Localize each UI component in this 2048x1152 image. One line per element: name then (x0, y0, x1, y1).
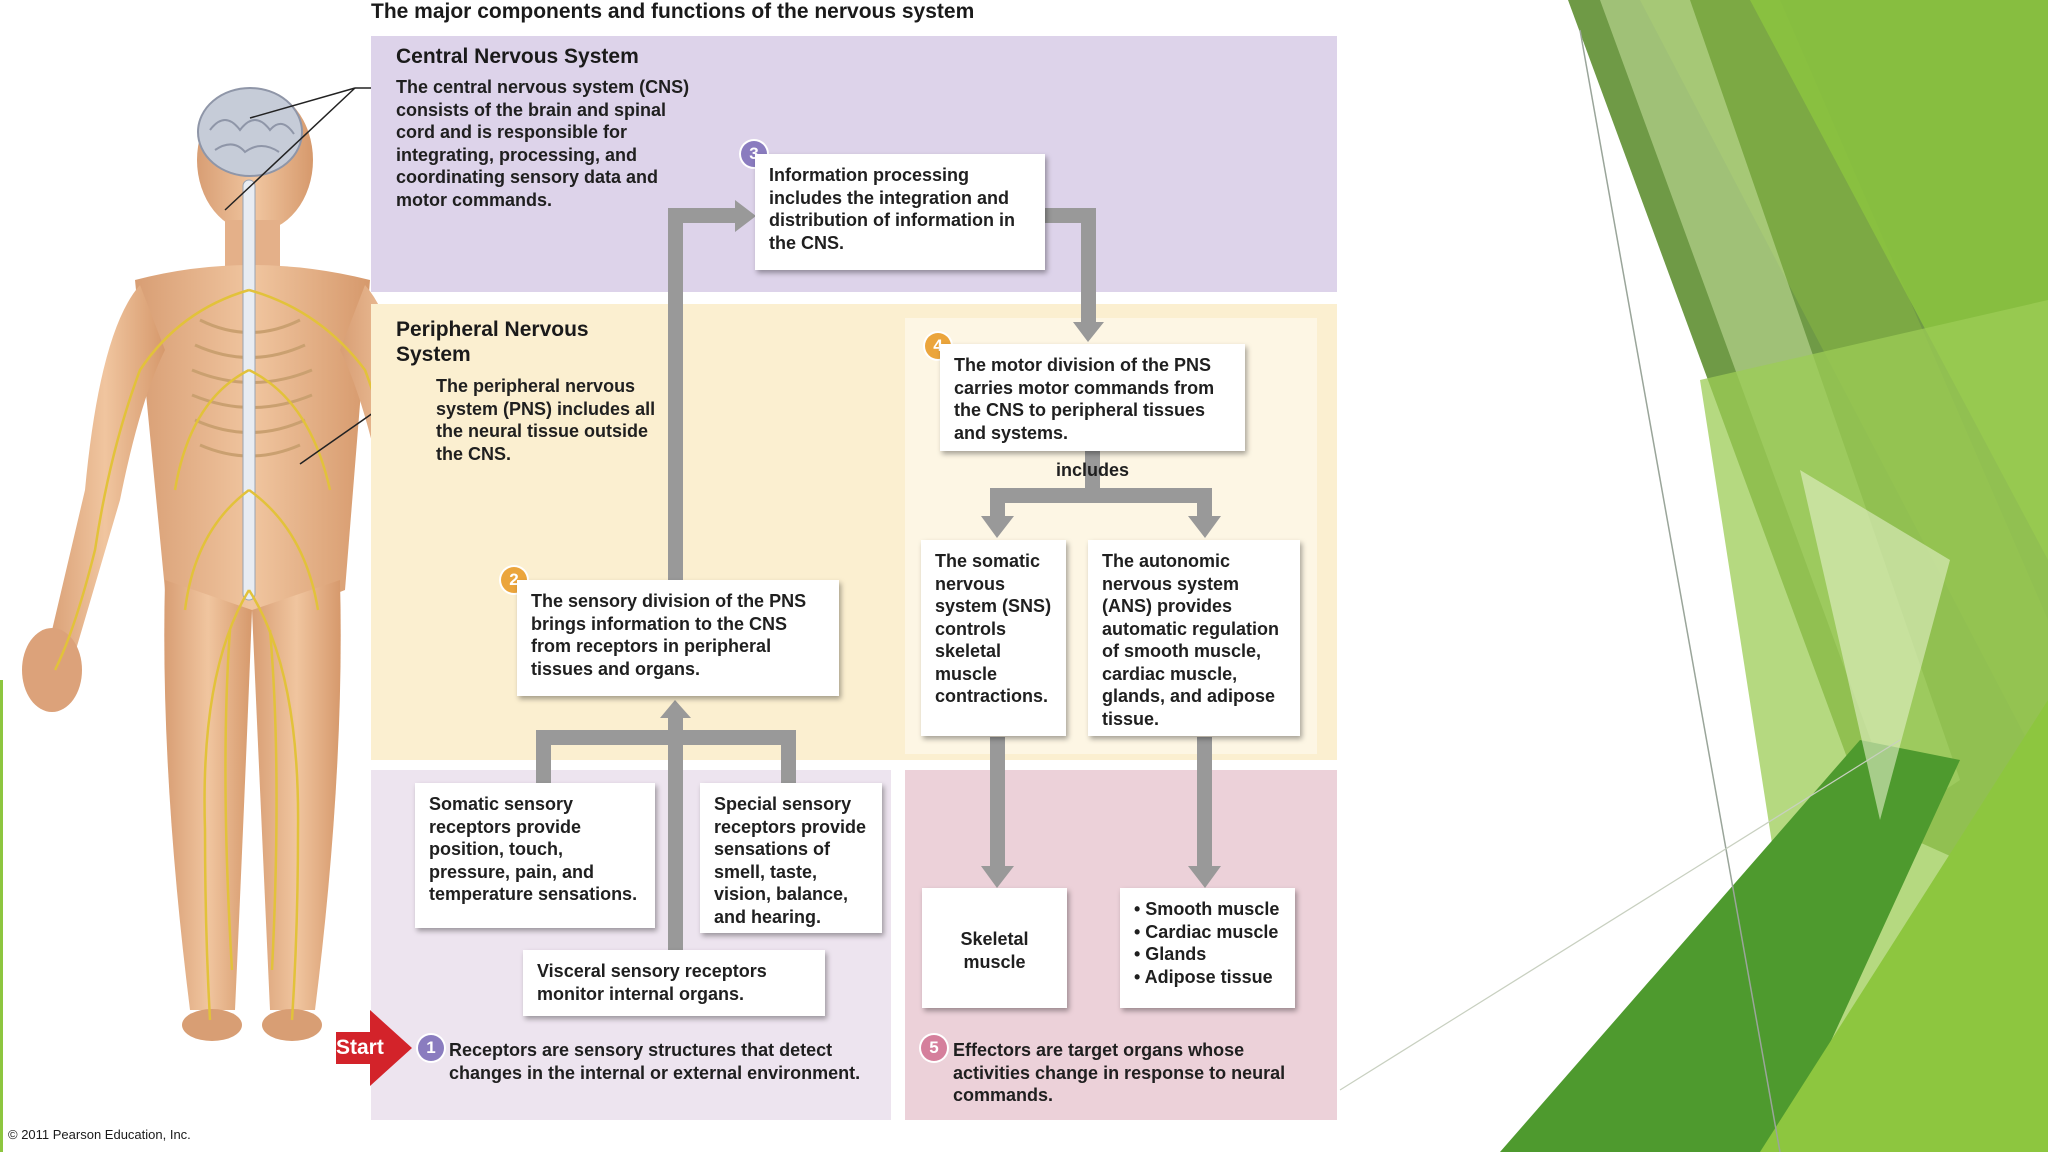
somatic-nervous-system-box: The somatic nervous system (SNS) control… (921, 540, 1066, 736)
motor-division-box: The motor division of the PNS carries mo… (940, 344, 1245, 451)
copyright-notice: © 2011 Pearson Education, Inc. (8, 1127, 191, 1142)
step-1-badge: 1 (418, 1035, 444, 1061)
figure-title: The major components and functions of th… (371, 0, 975, 23)
pns-heading: Peripheral Nervous System (396, 318, 589, 366)
pns-description: The peripheral nervous system (PNS) incl… (436, 376, 656, 464)
receptors-description: Receptors are sensory structures that de… (449, 1040, 861, 1083)
special-sensory-receptors-box: Special sensory receptors provide sensat… (700, 783, 882, 933)
start-arrow (336, 1010, 412, 1086)
somatic-sensory-receptors-box: Somatic sensory receptors provide positi… (415, 783, 655, 928)
visceral-sensory-receptors-box: Visceral sensory receptors monitor inter… (523, 950, 825, 1016)
information-processing-box: Information processing includes the inte… (755, 154, 1045, 270)
effector-item: • Cardiac muscle (1134, 921, 1279, 942)
effector-item: • Glands (1134, 944, 1207, 964)
cns-heading: Central Nervous System (396, 45, 639, 68)
step-5-badge: 5 (921, 1035, 947, 1061)
skeletal-muscle-box: Skeletal muscle (922, 888, 1067, 1008)
autonomic-nervous-system-box: The autonomic nervous system (ANS) provi… (1088, 540, 1300, 736)
start-label: Start (336, 1036, 384, 1059)
includes-label: includes (1056, 460, 1130, 480)
effector-tissues-box: • Smooth muscle • Cardiac muscle • Gland… (1120, 888, 1295, 1008)
cns-description: The central nervous system (CNS) consist… (396, 77, 690, 210)
effector-item: • Adipose tissue (1134, 966, 1273, 987)
effectors-description: Effectors are target organs whose activi… (953, 1040, 1286, 1105)
effector-item: • Smooth muscle (1134, 899, 1280, 919)
sensory-division-box: The sensory division of the PNS brings i… (517, 580, 839, 696)
